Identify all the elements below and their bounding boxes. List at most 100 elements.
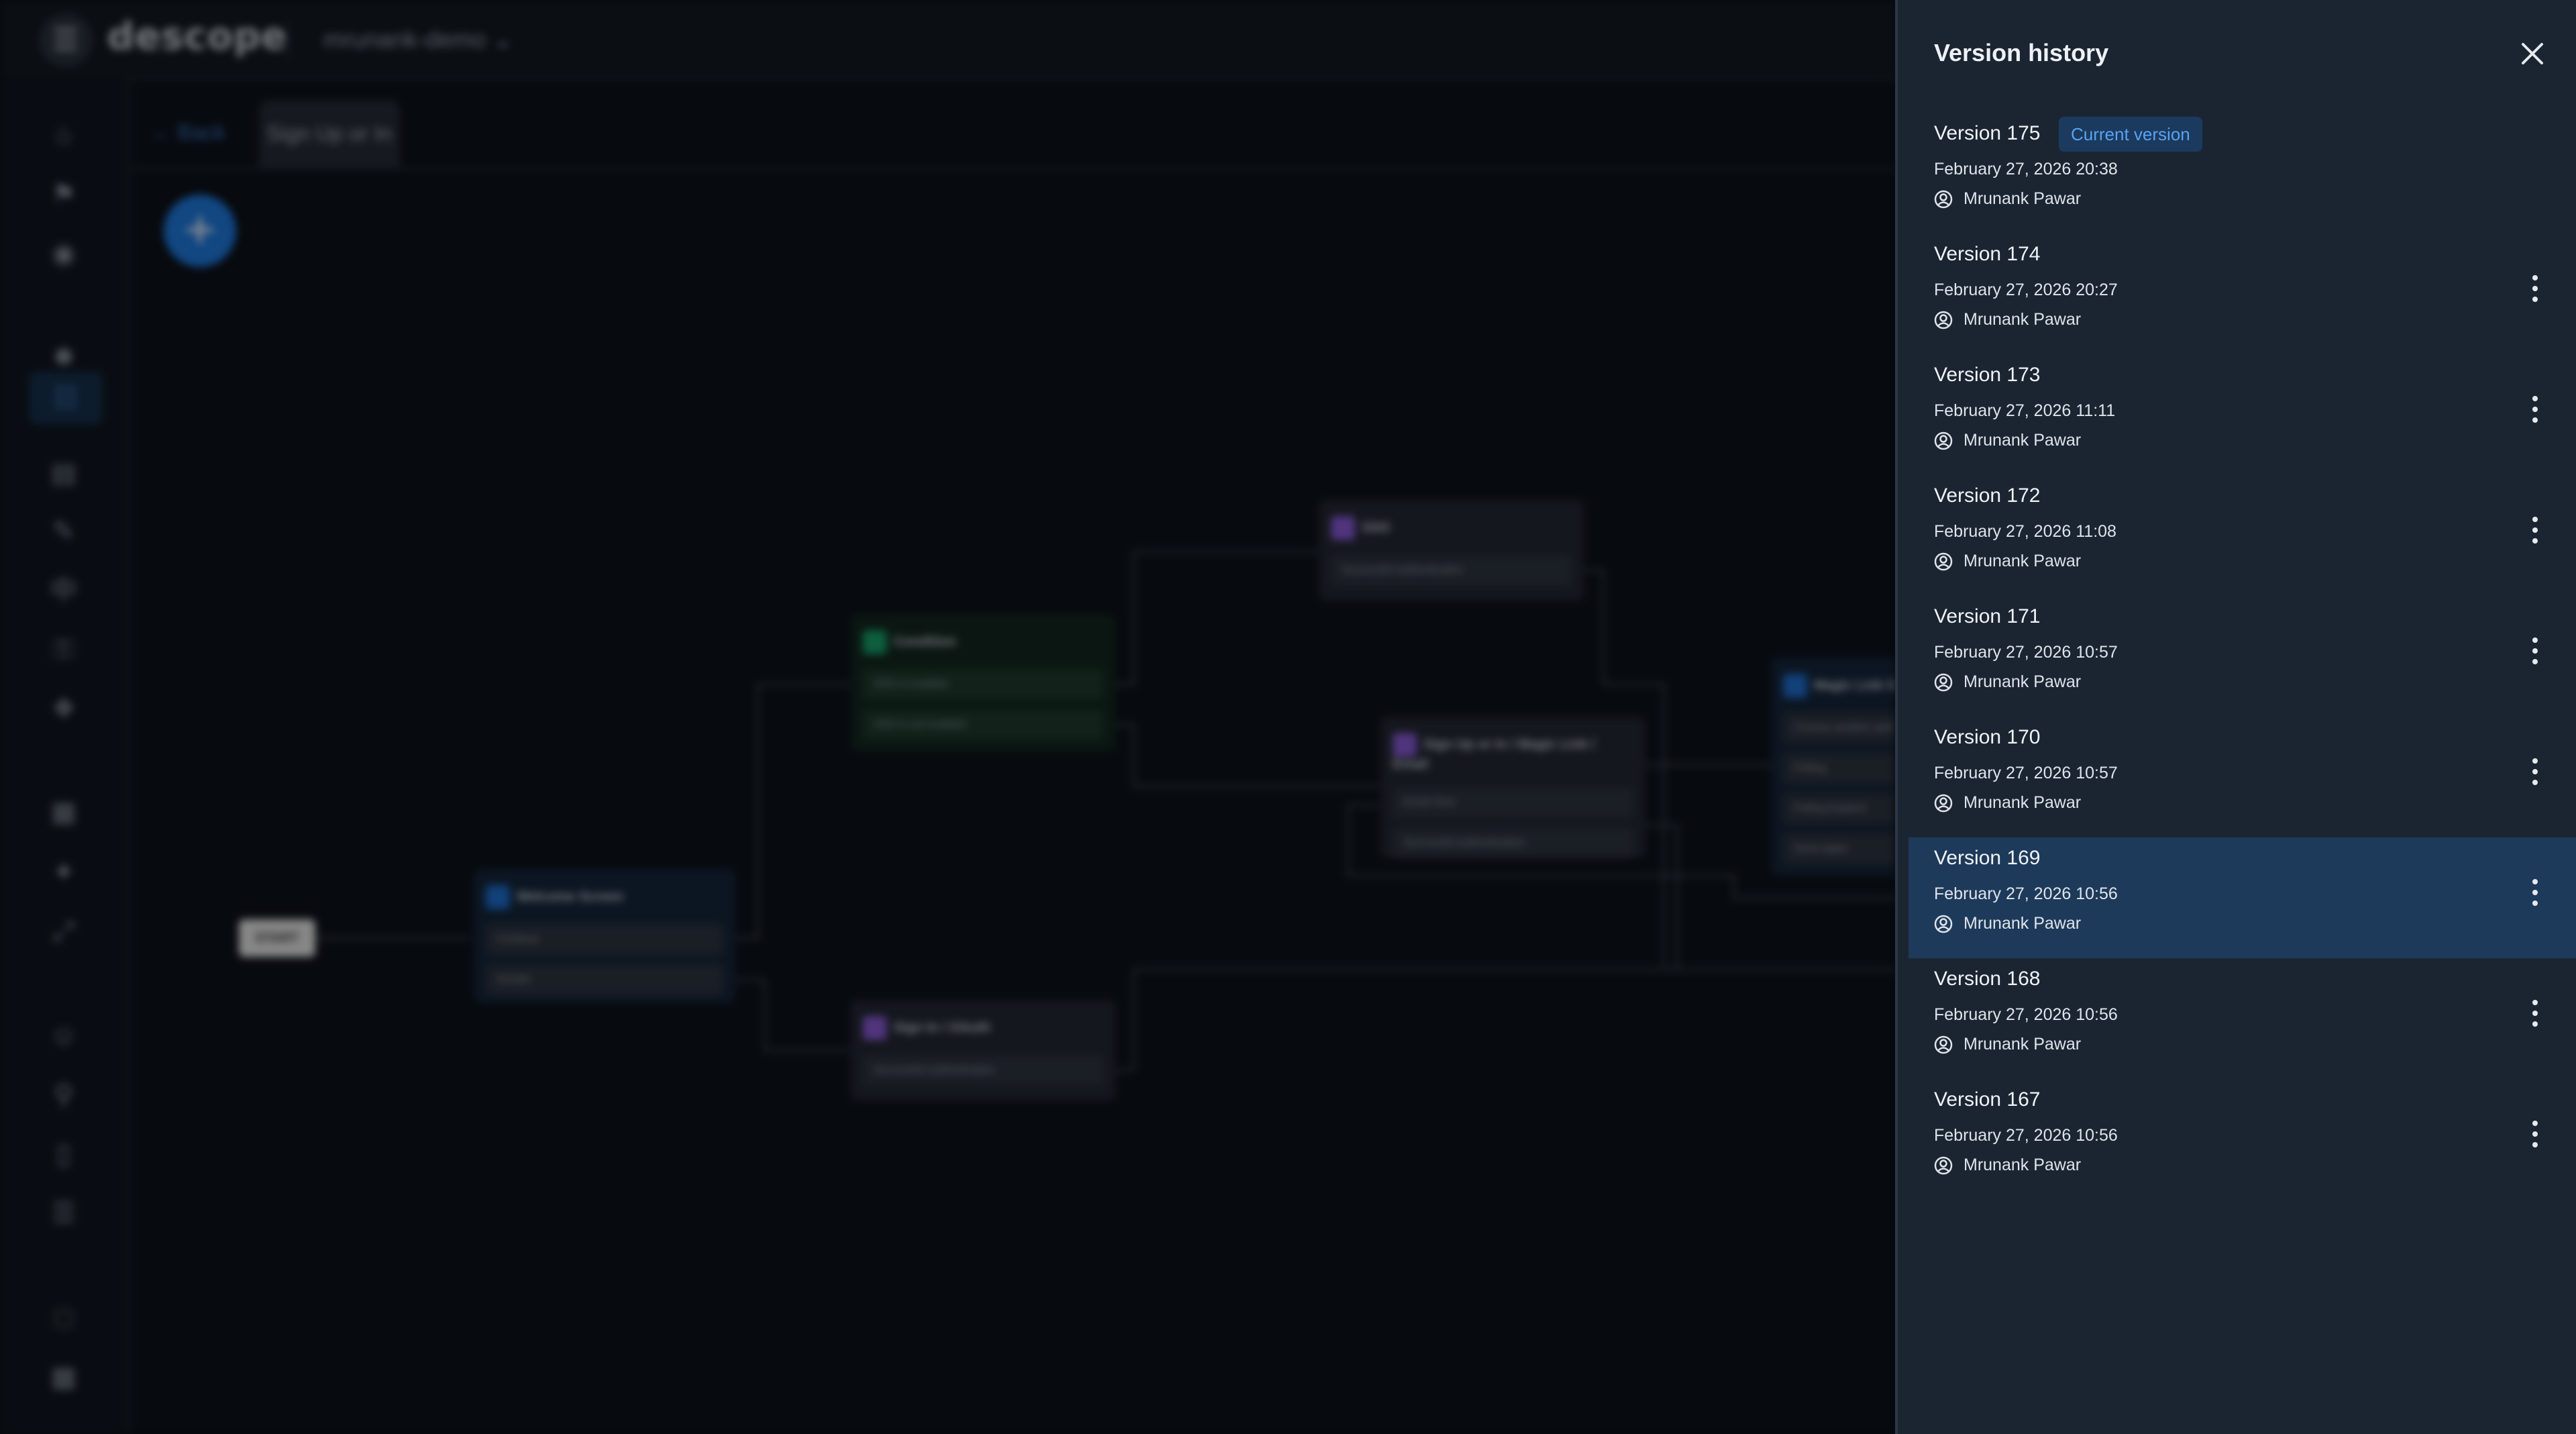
building-icon[interactable]: ▩ — [51, 1362, 76, 1392]
version-date: February 27, 2026 10:57 — [1934, 764, 2118, 782]
version-item[interactable]: Version 172 February 27, 2026 11:08 Mrun… — [1909, 475, 2576, 596]
sidebar: ⌂ ⚑ ◉ ☻ ☷ ▤ ✎ 中 ⚿ ❖ ▦ ✦ ⤢ ☺ ⚲ ▯ ☰ □ ▩ — [0, 77, 130, 1434]
more-options-icon[interactable] — [2522, 1114, 2548, 1154]
node-sso[interactable]: SSO Successful authentication — [1319, 500, 1584, 601]
more-options-icon[interactable] — [2522, 510, 2548, 550]
project-name: mrunank-demo — [323, 25, 486, 53]
translate-icon[interactable]: 中 — [50, 576, 77, 605]
flows-icon[interactable]: ☷ — [30, 372, 102, 423]
version-name: Version 168 — [1934, 968, 2041, 990]
topbar-divider — [287, 20, 289, 60]
version-item[interactable]: Version 167 February 27, 2026 10:56 Mrun… — [1909, 1079, 2576, 1200]
more-options-icon[interactable] — [2522, 993, 2548, 1033]
condition-icon — [863, 630, 887, 654]
screen-icon — [1783, 674, 1807, 698]
connector-icon[interactable]: ✦ — [52, 858, 75, 887]
close-icon — [2522, 43, 2543, 64]
version-item[interactable]: Version 170 February 27, 2026 10:57 Mrun… — [1909, 717, 2576, 837]
flag-icon[interactable]: ⚑ — [52, 180, 76, 209]
version-item[interactable]: Version 173 February 27, 2026 11:11 Mrun… — [1909, 354, 2576, 475]
descope-logo: descope — [107, 15, 288, 58]
plus-icon: + — [184, 199, 216, 259]
modal-backdrop[interactable] — [0, 0, 1895, 1434]
node-sign-in-oauth[interactable]: Sign In / OAuth Successful authenticatio… — [851, 1000, 1116, 1100]
version-author: Mrunank Pawar — [1934, 310, 2081, 329]
folder-icon[interactable]: □ — [55, 1303, 72, 1333]
close-button[interactable] — [2514, 35, 2551, 72]
id-card-icon[interactable]: ▯ — [56, 1139, 71, 1169]
key-icon[interactable]: ⚲ — [54, 1080, 74, 1110]
version-item-selected[interactable]: Version 169 February 27, 2026 10:56 Mrun… — [1909, 837, 2576, 958]
hamburger-icon[interactable]: ☰ — [39, 13, 93, 67]
version-author: Mrunank Pawar — [1934, 914, 2081, 933]
table-icon[interactable]: ▤ — [51, 458, 76, 488]
lock-icon[interactable]: ⚿ — [53, 635, 74, 664]
more-options-icon[interactable] — [2522, 631, 2548, 671]
broadcast-icon[interactable]: ◉ — [52, 239, 76, 268]
user-circle-icon — [1934, 794, 1953, 812]
version-author: Mrunank Pawar — [1934, 189, 2081, 209]
version-author: Mrunank Pawar — [1934, 672, 2081, 692]
version-author: Mrunank Pawar — [1934, 552, 2081, 571]
screen-icon — [486, 885, 510, 909]
user-circle-icon — [1934, 431, 1953, 450]
user-circle-icon — [1934, 552, 1953, 570]
action-icon — [1393, 733, 1417, 757]
version-author: Mrunank Pawar — [1934, 1035, 2081, 1054]
users-icon[interactable]: ☺ — [50, 1021, 78, 1050]
tab-sign-up-or-in[interactable]: Sign Up or In — [259, 100, 400, 167]
expand-icon[interactable]: ⤢ — [53, 917, 74, 946]
start-node[interactable]: START — [239, 919, 315, 957]
version-item[interactable]: Version 174 February 27, 2026 20:27 Mrun… — [1909, 234, 2576, 354]
version-item[interactable]: Version 171 February 27, 2026 10:57 Mrun… — [1909, 596, 2576, 717]
user-icon[interactable]: ☻ — [49, 341, 78, 370]
version-item[interactable]: Version 175 Current version February 27,… — [1909, 113, 2576, 234]
version-name: Version 172 — [1934, 484, 2041, 507]
version-name: Version 171 — [1934, 605, 2041, 627]
version-date: February 27, 2026 10:56 — [1934, 884, 2118, 903]
version-history-panel: Version history Version 175 Current vers… — [1895, 0, 2576, 1434]
version-date: February 27, 2026 10:56 — [1934, 1005, 2118, 1024]
add-node-button[interactable]: + — [164, 195, 236, 267]
editor-tab-bar: ← Back Sign Up or In — [130, 77, 1895, 170]
version-author: Mrunank Pawar — [1934, 793, 2081, 813]
version-author: Mrunank Pawar — [1934, 1156, 2081, 1175]
version-name: Version 173 — [1934, 364, 2041, 386]
user-circle-icon — [1934, 1156, 1953, 1174]
version-name: Version 175 — [1934, 122, 2041, 144]
more-options-icon[interactable] — [2522, 752, 2548, 792]
node-condition[interactable]: Condition SSO is enabled SSO is not enab… — [851, 614, 1116, 752]
brush-icon[interactable]: ✎ — [52, 517, 75, 546]
version-list: Version 175 Current version February 27,… — [1909, 113, 2576, 1200]
version-date: February 27, 2026 10:56 — [1934, 1126, 2118, 1145]
user-circle-icon — [1934, 190, 1953, 208]
node-magic-link-screen[interactable]: Magic Link Sc Choose another auth Pollin… — [1771, 658, 1895, 876]
panel-title: Version history — [1934, 39, 2109, 66]
version-date: February 27, 2026 20:27 — [1934, 280, 2118, 299]
arrow-left-icon: ← — [150, 120, 178, 144]
version-name: Version 170 — [1934, 726, 2041, 748]
user-circle-icon — [1934, 915, 1953, 933]
version-item[interactable]: Version 168 February 27, 2026 10:56 Mrun… — [1909, 958, 2576, 1079]
more-options-icon[interactable] — [2522, 872, 2548, 913]
user-circle-icon — [1934, 673, 1953, 691]
top-bar: ☰ descope mrunank-demo ⌄ — [0, 0, 1895, 80]
action-icon — [863, 1016, 887, 1040]
list-icon[interactable]: ☰ — [52, 1198, 76, 1228]
chevron-down-icon: ⌄ — [492, 25, 513, 53]
flow-editor-background: ☰ descope mrunank-demo ⌄ ⌂ ⚑ ◉ ☻ ☷ ▤ ✎ 中… — [0, 0, 1895, 1434]
apps-icon[interactable]: ▦ — [51, 797, 76, 827]
back-link[interactable]: ← Back — [150, 120, 226, 144]
version-name: Version 167 — [1934, 1088, 2041, 1111]
more-options-icon[interactable] — [2522, 268, 2548, 309]
current-version-badge: Current version — [2059, 117, 2202, 152]
node-welcome-screen[interactable]: Welcome Screen Continue Socials — [474, 869, 735, 1003]
version-name: Version 169 — [1934, 847, 2041, 869]
project-selector[interactable]: mrunank-demo ⌄ — [323, 25, 513, 54]
home-icon[interactable]: ⌂ — [55, 119, 72, 149]
version-date: February 27, 2026 11:08 — [1934, 522, 2116, 541]
puzzle-icon[interactable]: ❖ — [52, 694, 76, 723]
version-name: Version 174 — [1934, 243, 2041, 265]
node-magic-link-email[interactable]: Sign Up or In / Magic Link / Email Email… — [1381, 717, 1646, 858]
more-options-icon[interactable] — [2522, 389, 2548, 429]
